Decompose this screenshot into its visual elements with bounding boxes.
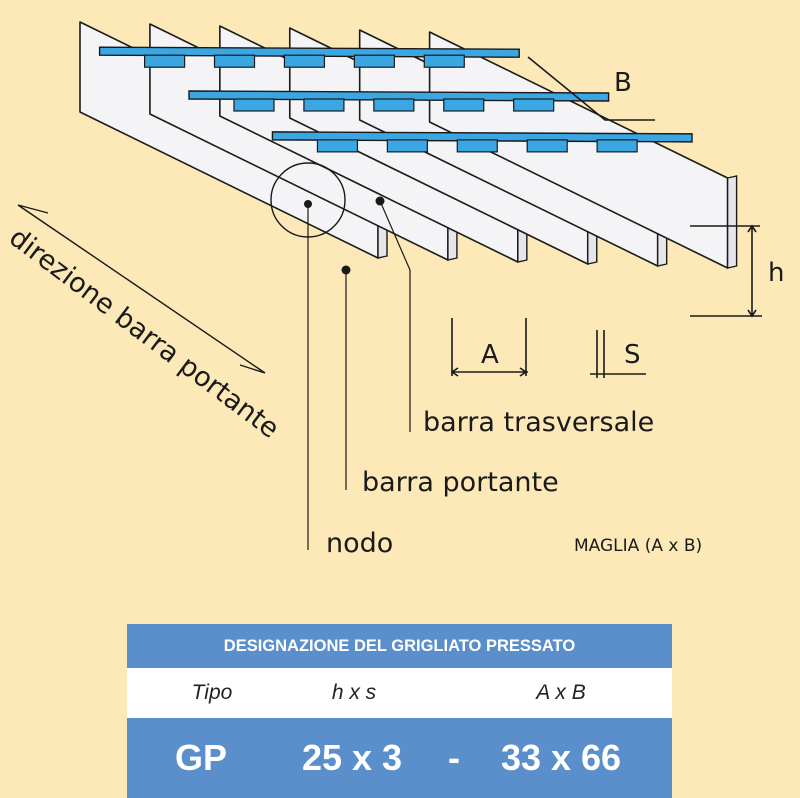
mesh-label: MAGLIA (A x B)	[574, 536, 703, 556]
designation-title: DESIGNAZIONE DEL GRIGLIATO PRESSATO	[127, 624, 672, 668]
bearing-bar-label: barra portante	[362, 467, 559, 498]
node-label: nodo	[326, 528, 394, 559]
cross-bar-tab	[316, 139, 359, 153]
cross-bar-tab	[283, 54, 326, 68]
cross-bar-tab	[303, 98, 345, 112]
dimension-s-line	[590, 330, 646, 378]
bearing-bar-end	[726, 175, 738, 269]
dimension-b-line	[527, 56, 655, 121]
cross-bar-tab	[456, 139, 498, 153]
dimension-a-line	[450, 318, 528, 377]
dimension-s-label: S	[624, 340, 641, 370]
cross-bar-tab	[423, 54, 465, 68]
annotations	[17, 56, 762, 550]
cross-bar-tab	[443, 98, 485, 112]
cross-bar-tab	[213, 54, 256, 68]
dimension-h-line	[690, 224, 762, 318]
cross-bar-tab	[596, 139, 638, 153]
designation-table: DESIGNAZIONE DEL GRIGLIATO PRESSATO Tipo…	[127, 624, 672, 798]
cross-bar-tab	[386, 139, 428, 153]
cross-bar-tab	[144, 54, 186, 68]
cross-bar-label: barra trasversale	[423, 407, 655, 438]
dimension-a-label: A	[481, 340, 499, 370]
header-type: Tipo	[191, 681, 233, 704]
dimension-h-label: h	[768, 258, 785, 288]
designation-header-row: Tipo h x s A x B	[127, 668, 672, 718]
value-ab: 33 x 66	[500, 737, 622, 778]
cross-bar-tab	[233, 98, 275, 112]
dimension-b-label: B	[614, 68, 632, 98]
header-hs: h x s	[331, 681, 377, 704]
grating-diagram	[17, 21, 762, 550]
designation-value-row: GP 25 x 3 - 33 x 66	[127, 718, 672, 798]
value-type: GP	[174, 737, 228, 778]
cross-bar-tab	[513, 98, 555, 112]
cross-bar-tab	[353, 54, 395, 68]
header-ab: A x B	[536, 681, 586, 704]
cross-bar	[98, 46, 520, 58]
cross-bar-tab	[526, 139, 568, 153]
cross-bar-leader	[379, 200, 411, 432]
value-dash: -	[448, 737, 460, 778]
cross-bar	[271, 131, 693, 143]
value-hs: 25 x 3	[301, 737, 403, 778]
grating-bars	[79, 21, 738, 269]
cross-bar	[188, 90, 610, 102]
cross-bar-tab	[373, 98, 415, 112]
